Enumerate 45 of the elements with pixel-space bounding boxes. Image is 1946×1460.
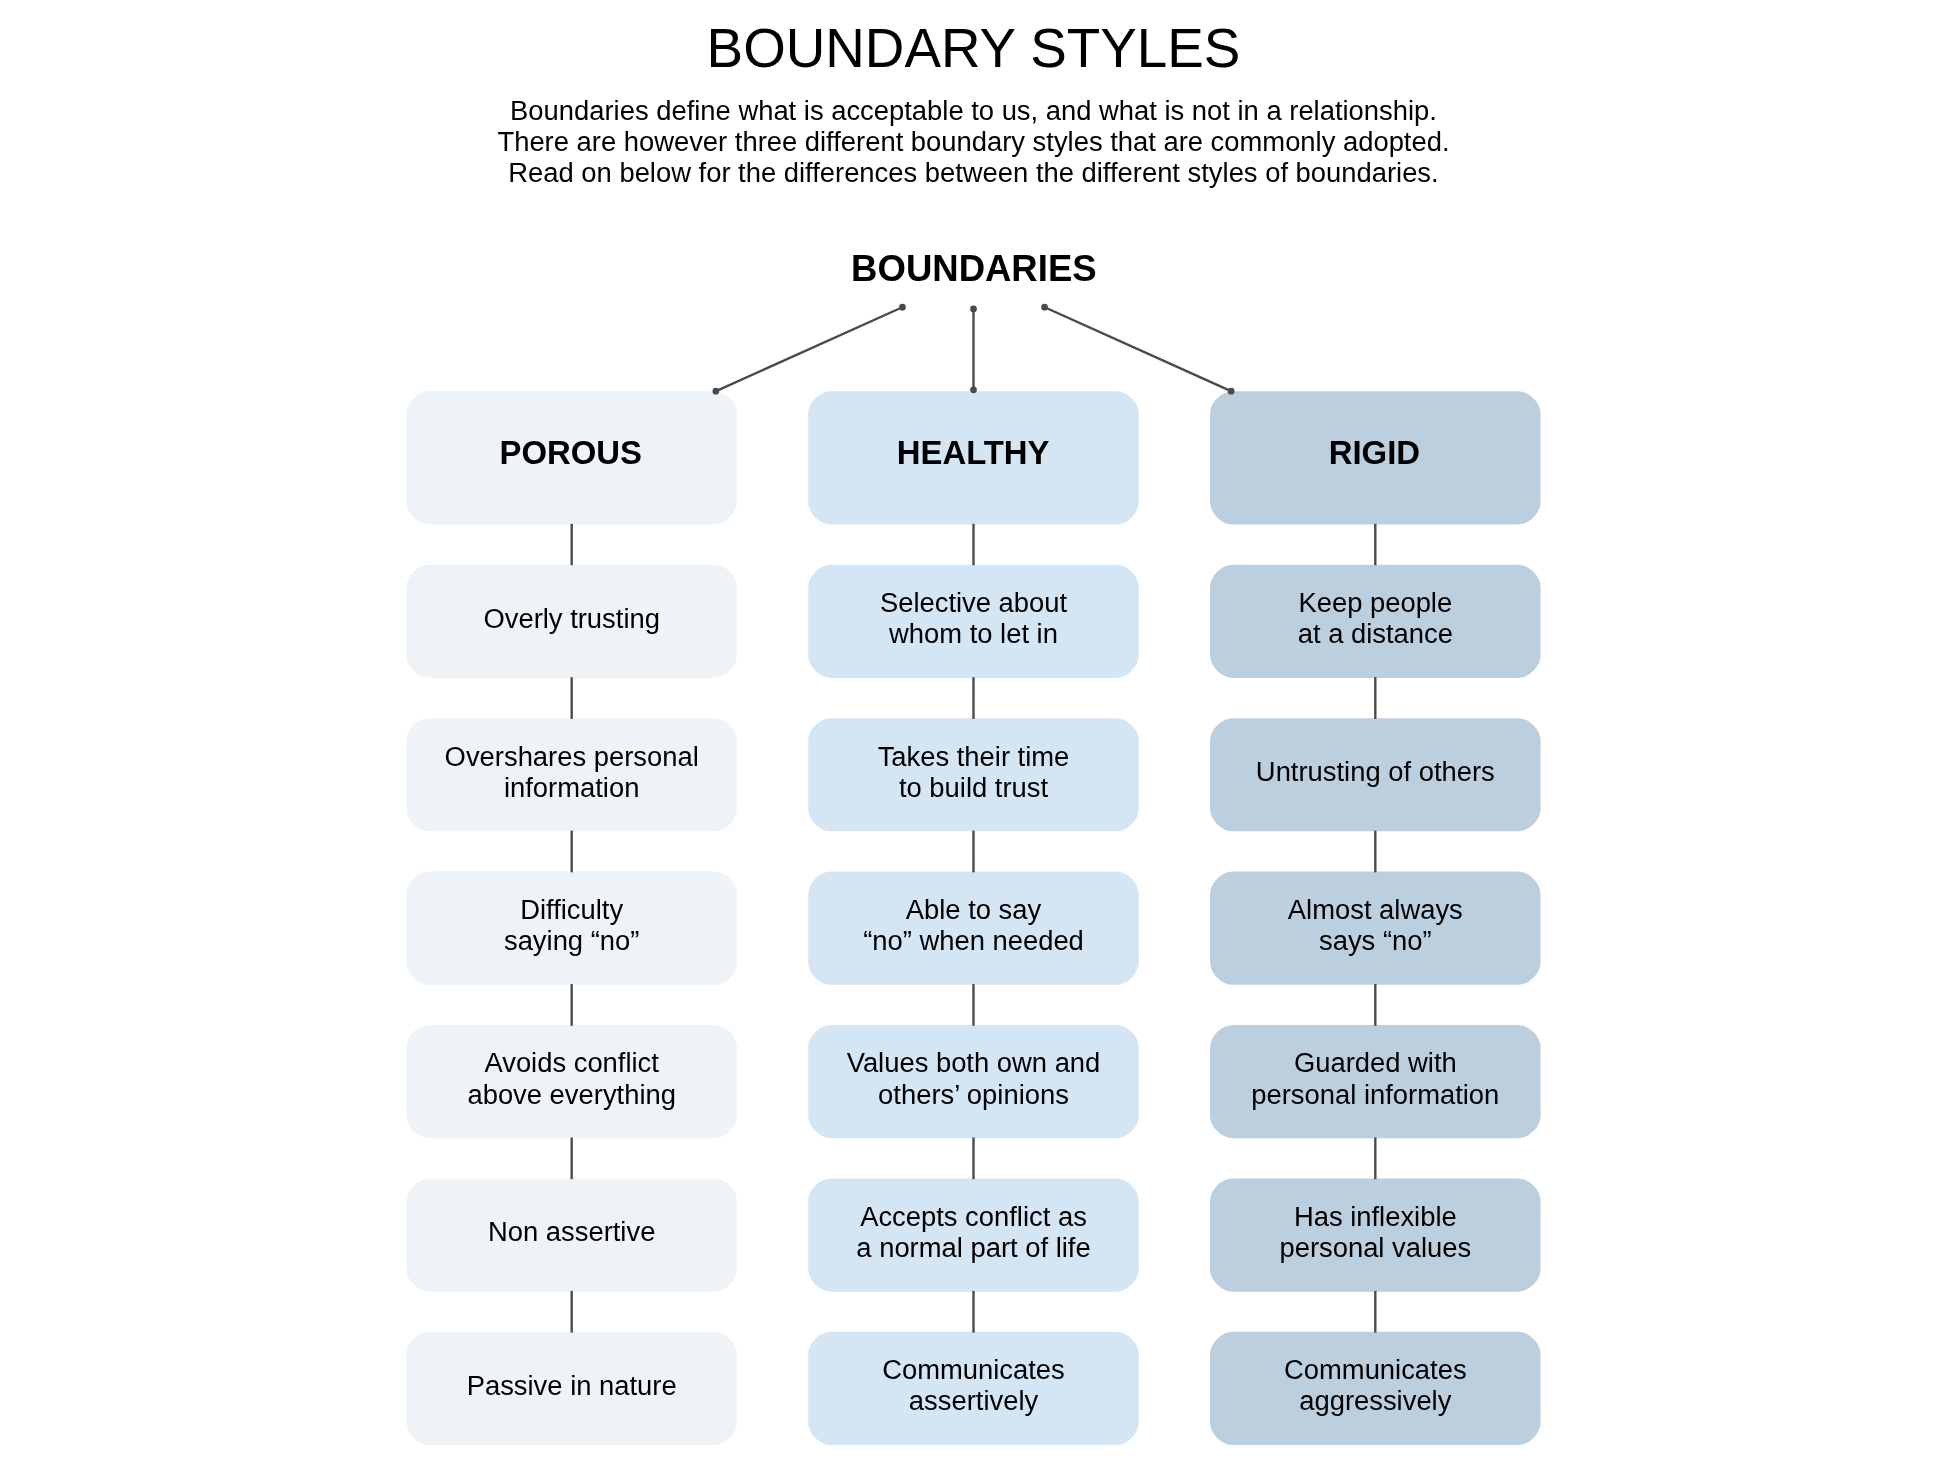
node-box: Untrusting of others [1209, 718, 1541, 832]
node-box: Passive in nature [405, 1331, 737, 1446]
node-box: RIGID [1209, 391, 1541, 525]
node-box: Overly trusting [405, 564, 737, 678]
node-box: Takes their time to build trust [807, 718, 1139, 832]
connector [1373, 984, 1376, 1026]
connector [570, 984, 573, 1026]
node-box: Selective about whom to let in [807, 564, 1139, 678]
node-box: Communicates aggressively [1209, 1331, 1541, 1446]
connector [971, 984, 975, 1026]
connector [971, 1290, 975, 1333]
connector [971, 523, 975, 566]
connector [1373, 1137, 1376, 1180]
connector [969, 305, 977, 394]
node-box: Overshares personal information [405, 718, 737, 832]
connector [971, 830, 975, 873]
connector [711, 303, 906, 395]
connector [1373, 677, 1376, 719]
node-box: Almost always says “no” [1209, 871, 1541, 985]
node-box: Accepts conflict as a normal part of life [807, 1178, 1139, 1292]
node-box: HEALTHY [807, 391, 1139, 525]
node-box: Difficulty saying “no” [405, 871, 737, 985]
node-box: POROUS [405, 391, 737, 525]
connector [1040, 303, 1235, 395]
diagram-title: BOUNDARY STYLES [706, 17, 1240, 79]
connector [570, 1137, 573, 1180]
connector [570, 677, 573, 719]
node-box: Values both own and others’ opinions [807, 1024, 1139, 1139]
node-box: Non assertive [405, 1178, 737, 1292]
node-box: Communicates assertively [807, 1331, 1139, 1446]
label: Boundaries define what is acceptable to us, and what is not in a relationship. There are however three different boundary styles that are commonly adopted. Read on below for the differences between the different styles of boundaries. [496, 94, 1450, 189]
connector [1373, 523, 1376, 566]
connector [570, 1290, 573, 1333]
node-box: Has inflexible personal values [1209, 1178, 1541, 1292]
connector [971, 1137, 975, 1180]
connector [971, 677, 975, 719]
node-text: BOUNDARIES [850, 247, 1097, 289]
node-box: Keep people at a distance [1209, 564, 1541, 678]
connector [1373, 830, 1376, 873]
node-box: Avoids conflict above everything [405, 1024, 737, 1139]
connector [570, 523, 573, 566]
connector [570, 830, 573, 873]
node-box: Guarded with personal information [1209, 1024, 1541, 1139]
node-box: Able to say “no” when needed [807, 871, 1139, 985]
connector [1373, 1290, 1376, 1333]
